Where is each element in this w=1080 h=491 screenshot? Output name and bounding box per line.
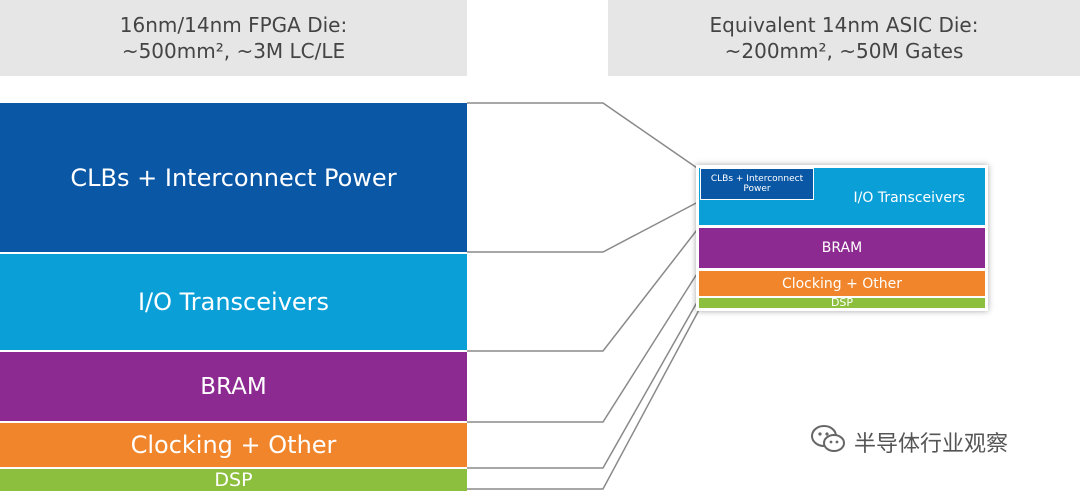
asic-header-line1: Equivalent 14nm ASIC Die: <box>709 13 979 37</box>
asic-clb-line2: Power <box>743 184 771 194</box>
asic-header-line2: ~200mm², ~50M Gates <box>724 39 964 63</box>
fpga-block-clb: CLBs + Interconnect Power <box>0 103 467 252</box>
fpga-block-clocking: Clocking + Other <box>0 423 467 467</box>
wechat-icon <box>810 424 846 460</box>
connector-clock-bottom <box>467 296 701 469</box>
connector-io-bottom <box>467 225 701 352</box>
asic-block-bram: BRAM <box>699 228 985 268</box>
connector-clb-top <box>467 102 701 171</box>
watermark: 半导体行业观察 <box>810 424 1008 460</box>
asic-block-clocking: Clocking + Other <box>699 271 985 296</box>
fpga-die-header: 16nm/14nm FPGA Die: ~500mm², ~3M LC/LE <box>0 0 467 76</box>
asic-clb-line1: CLBs + Interconnect <box>710 174 804 184</box>
asic-die-header: Equivalent 14nm ASIC Die: ~200mm², ~50M … <box>608 0 1080 76</box>
asic-block-dsp: DSP <box>699 298 985 308</box>
connector-dsp-bottom <box>467 307 701 490</box>
fpga-block-dsp: DSP <box>0 469 467 491</box>
fpga-block-bram: BRAM <box>0 352 467 421</box>
connector-bram-bottom <box>467 268 701 423</box>
fpga-header-line2: ~500mm², ~3M LC/LE <box>121 39 346 63</box>
asic-block-clb: CLBs + Interconnect Power <box>700 168 814 200</box>
watermark-text: 半导体行业观察 <box>854 432 1009 457</box>
connector-clb-bottom <box>467 200 701 253</box>
fpga-header-line1: 16nm/14nm FPGA Die: <box>119 13 348 37</box>
fpga-block-io-transceivers: I/O Transceivers <box>0 254 467 350</box>
